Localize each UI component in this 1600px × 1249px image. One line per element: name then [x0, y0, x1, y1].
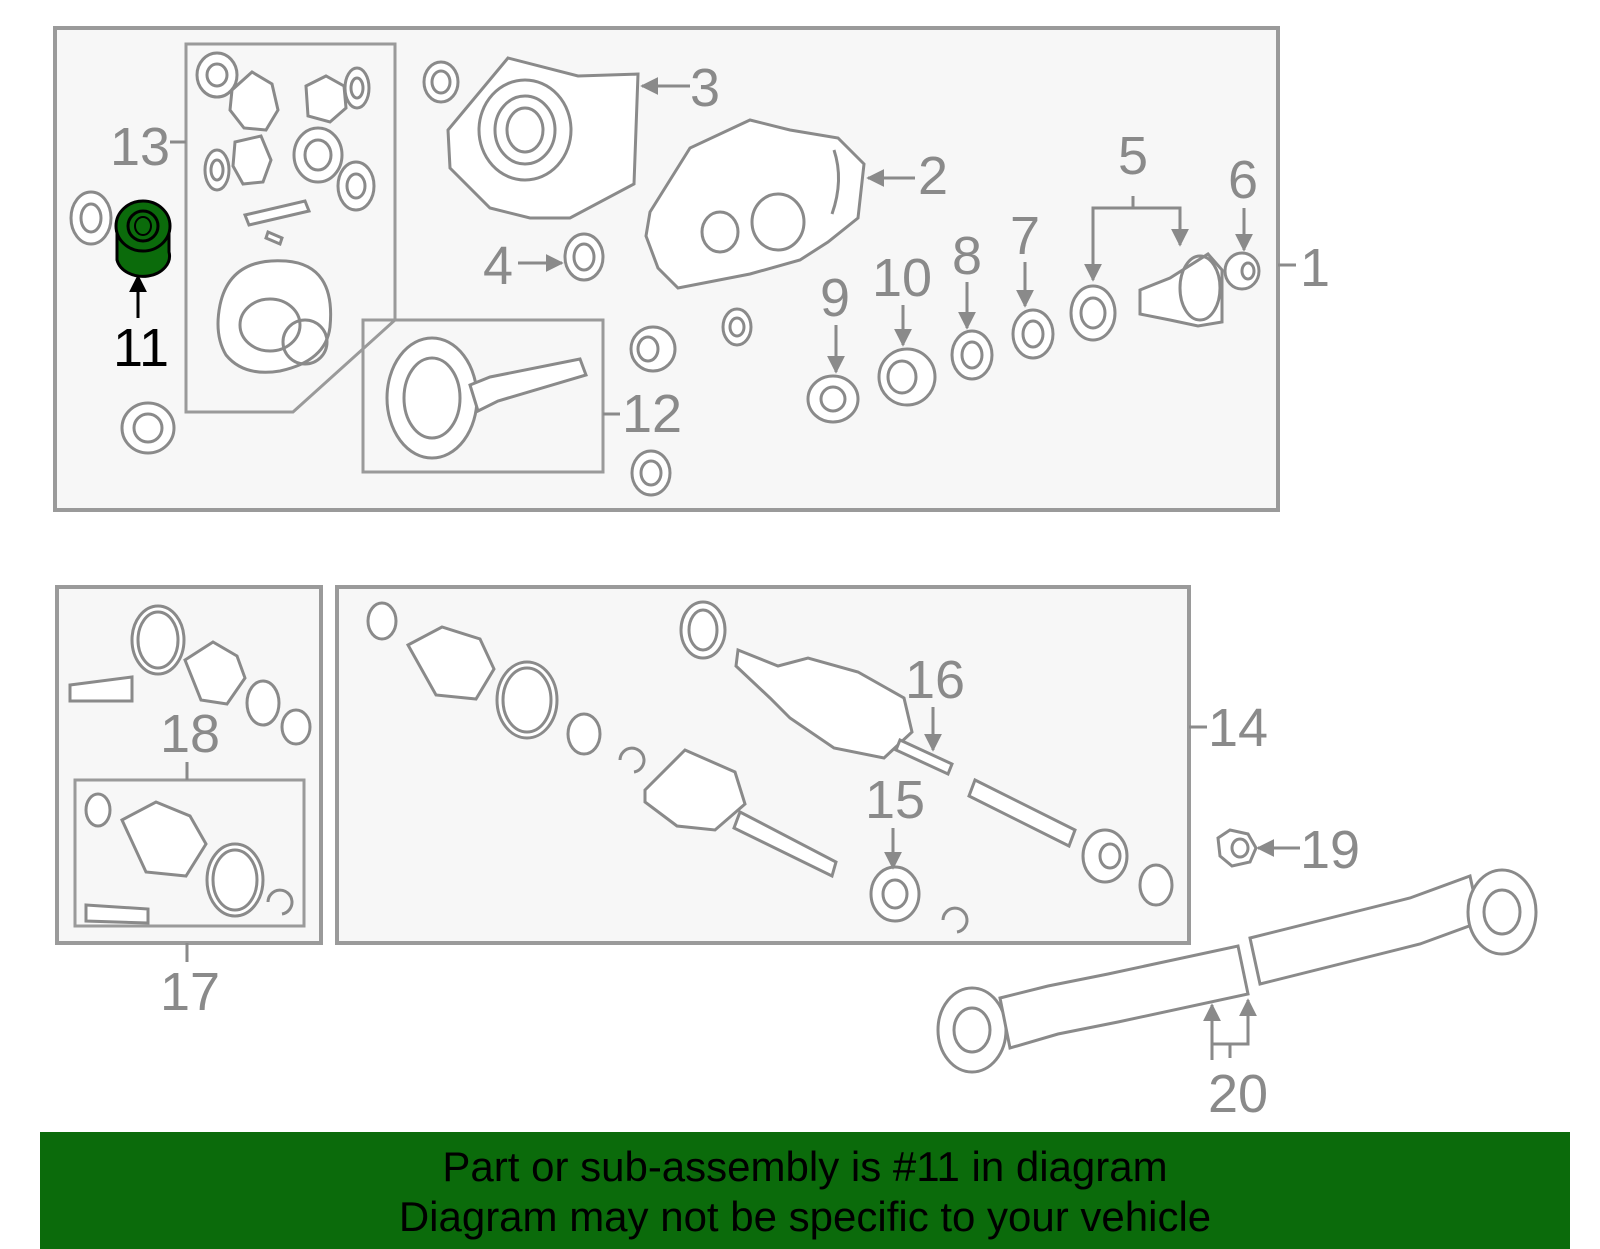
bearing-race-lower — [630, 449, 672, 497]
seal-part-4 — [563, 232, 605, 282]
carrier-housing-part-2 — [644, 118, 866, 290]
side-bearing — [120, 401, 176, 455]
bearing-part-15 — [869, 865, 921, 923]
side-washer — [69, 190, 113, 246]
info-banner: Part or sub-assembly is #11 in diagram D… — [40, 1132, 1570, 1249]
carrier-cover-part-3 — [446, 56, 640, 220]
ring-and-pinion-part-12 — [385, 336, 588, 460]
label-8: 8 — [952, 226, 982, 286]
nut-part-6 — [1223, 251, 1261, 291]
label-9: 9 — [820, 268, 850, 328]
companion-flange-part-5b — [1138, 252, 1224, 328]
seal-part-5a — [1069, 284, 1117, 342]
label-20: 20 — [1208, 1064, 1268, 1124]
drive-shaft-right-parts — [679, 600, 1174, 907]
boot-kit-upper-parts — [68, 604, 312, 746]
boot-kit-inner-box — [73, 778, 306, 928]
label-7: 7 — [1010, 206, 1040, 266]
bearing-part-10 — [877, 347, 937, 407]
differential-gears — [195, 51, 376, 374]
label-6: 6 — [1228, 150, 1258, 210]
bearing-part-11-highlighted — [114, 199, 172, 278]
differential-case-kit-outline — [184, 42, 397, 414]
drive-shaft-left-parts — [366, 601, 838, 879]
spacer-part-8 — [950, 329, 994, 381]
label-14: 14 — [1208, 698, 1268, 758]
boot-kit-lower-parts — [84, 792, 294, 925]
seal-upper — [422, 60, 460, 104]
nut-part-19 — [1216, 828, 1258, 868]
label-2: 2 — [918, 146, 948, 206]
pinion-bearing-part-9 — [806, 374, 860, 424]
boot-kit-box — [55, 585, 323, 945]
banner-disclaimer: Diagram may not be specific to your vehi… — [398, 1193, 1212, 1240]
label-5: 5 — [1118, 126, 1148, 186]
label-13: 13 — [110, 117, 170, 177]
label-1: 1 — [1300, 238, 1330, 298]
propeller-shaft-part-20 — [936, 868, 1538, 1074]
label-3: 3 — [690, 58, 720, 118]
label-11: 11 — [113, 318, 169, 378]
label-4: 4 — [483, 236, 513, 296]
label-15: 15 — [865, 770, 925, 830]
label-10: 10 — [872, 248, 932, 308]
label-12: 12 — [622, 384, 682, 444]
label-19: 19 — [1300, 820, 1360, 880]
label-16: 16 — [905, 650, 965, 710]
seal-part-7 — [1011, 308, 1055, 360]
ring-pinion-box — [361, 318, 605, 474]
label-17: 17 — [160, 962, 220, 1022]
label-18: 18 — [160, 704, 220, 764]
banner-part-note: Part or sub-assembly is #11 in diagram — [442, 1143, 1168, 1190]
spacer-ring — [721, 307, 753, 347]
